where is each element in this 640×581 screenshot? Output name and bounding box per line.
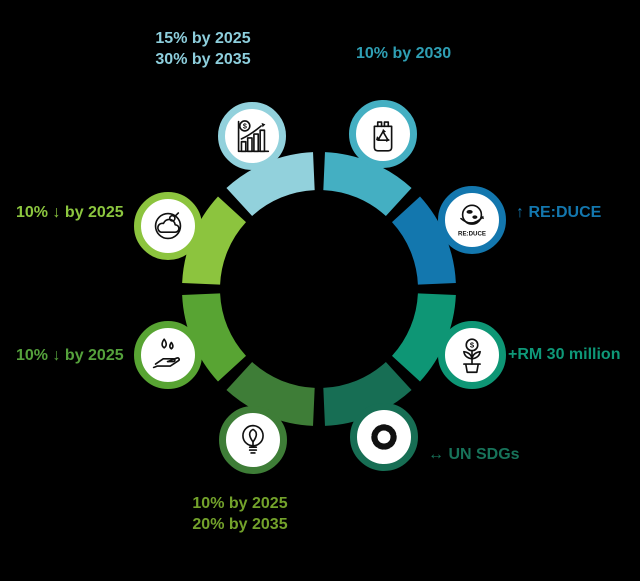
recycling-badge [349,100,417,168]
reduce-badge: RE:DUCE [438,186,506,254]
growth-label: 15% by 2025 30% by 2035 [152,28,254,70]
ring-segment-reduce [391,196,456,285]
energy-label: 10% by 2025 20% by 2035 [186,493,294,535]
water-label: 10% ↓ by 2025 [16,345,124,366]
energy-label-line2: 20% by 2035 [192,516,288,533]
reduce-badge-text: RE:DUCE [458,230,486,237]
carbon-cloud-icon [154,212,182,240]
emissions-label: 10% ↓ by 2025 [16,202,124,223]
sdg-wheel-icon [371,424,397,450]
reduce-label: ↑ RE:DUCE [516,202,601,223]
ring-segment-growth [226,152,315,217]
emissions-label-text: 10% ↓ by 2025 [16,204,124,221]
dollar-glyph: $ [243,123,247,131]
water-label-text: 10% ↓ by 2025 [16,347,124,364]
energy-badge [219,406,287,474]
un-sdgs-badge [350,403,418,471]
community-investment-label-text: +RM 30 million [508,346,621,363]
money-plant-icon: $ [463,338,481,374]
emissions-badge [134,192,202,260]
ring-segment-recycling [323,152,412,217]
ring-segment-un-sdgs [323,361,412,426]
energy-label-line1: 10% by 2025 [192,495,288,512]
un-sdgs-label: ↔ UN SDGs [428,444,520,465]
growth-label-line2: 30% by 2035 [155,51,251,68]
community-investment-label: +RM 30 million [508,344,620,365]
eco-bulb-icon [242,424,264,454]
water-badge [134,321,202,389]
recycle-bag-icon [373,121,393,152]
dollar-glyph: $ [470,341,475,350]
reduce-label-text: ↑ RE:DUCE [516,204,602,221]
ring-segment-emissions [182,196,247,285]
reduce-globe-icon: RE:DUCE [458,204,486,237]
growth-label-line1: 15% by 2025 [155,30,251,47]
ring-segment-water [182,293,247,382]
recycling-label: 10% by 2030 [356,43,451,64]
ring-segment-community-investment [391,293,456,382]
growth-badge: $ [218,102,286,170]
un-sdgs-label-text: ↔ UN SDGs [428,446,520,463]
ring-segment-energy [226,361,315,426]
recycling-label-text: 10% by 2030 [356,45,452,62]
community-investment-badge: $ [438,321,506,389]
bar-chart-growth-icon: $ [237,120,270,153]
water-hand-icon [152,338,180,369]
